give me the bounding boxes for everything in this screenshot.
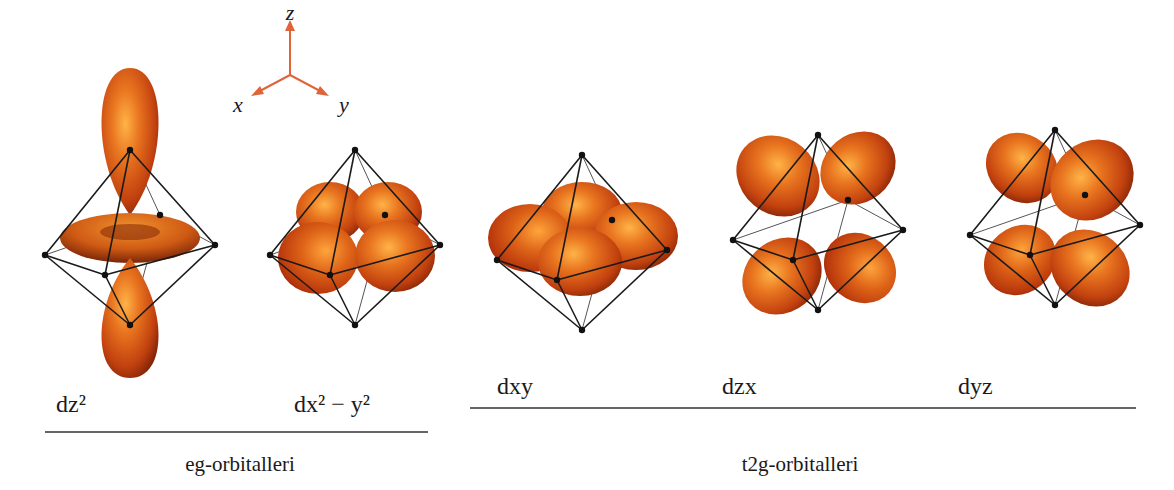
orbital-label: dyz bbox=[958, 374, 993, 398]
orbital-label: dx² − y² bbox=[294, 392, 370, 416]
orbital-label: dz² bbox=[56, 392, 86, 416]
dzx-orbital bbox=[720, 116, 911, 330]
axis-label: x bbox=[233, 94, 243, 116]
orbital-label: dxy bbox=[497, 374, 533, 398]
axis-label: y bbox=[339, 94, 349, 116]
dxy-orbital bbox=[488, 152, 678, 333]
axis-label: z bbox=[286, 2, 295, 24]
group-rule bbox=[45, 431, 428, 432]
group-rule bbox=[470, 407, 1136, 408]
orbital-label: dzx bbox=[722, 374, 757, 398]
dx2-y2-orbital bbox=[267, 147, 443, 328]
axis-arrows bbox=[251, 20, 329, 96]
group-label: eg-orbitalleri bbox=[185, 454, 295, 475]
dz2-orbital bbox=[42, 68, 218, 378]
dyz-orbital bbox=[967, 118, 1150, 322]
group-label: t2g-orbitalleri bbox=[742, 454, 859, 475]
